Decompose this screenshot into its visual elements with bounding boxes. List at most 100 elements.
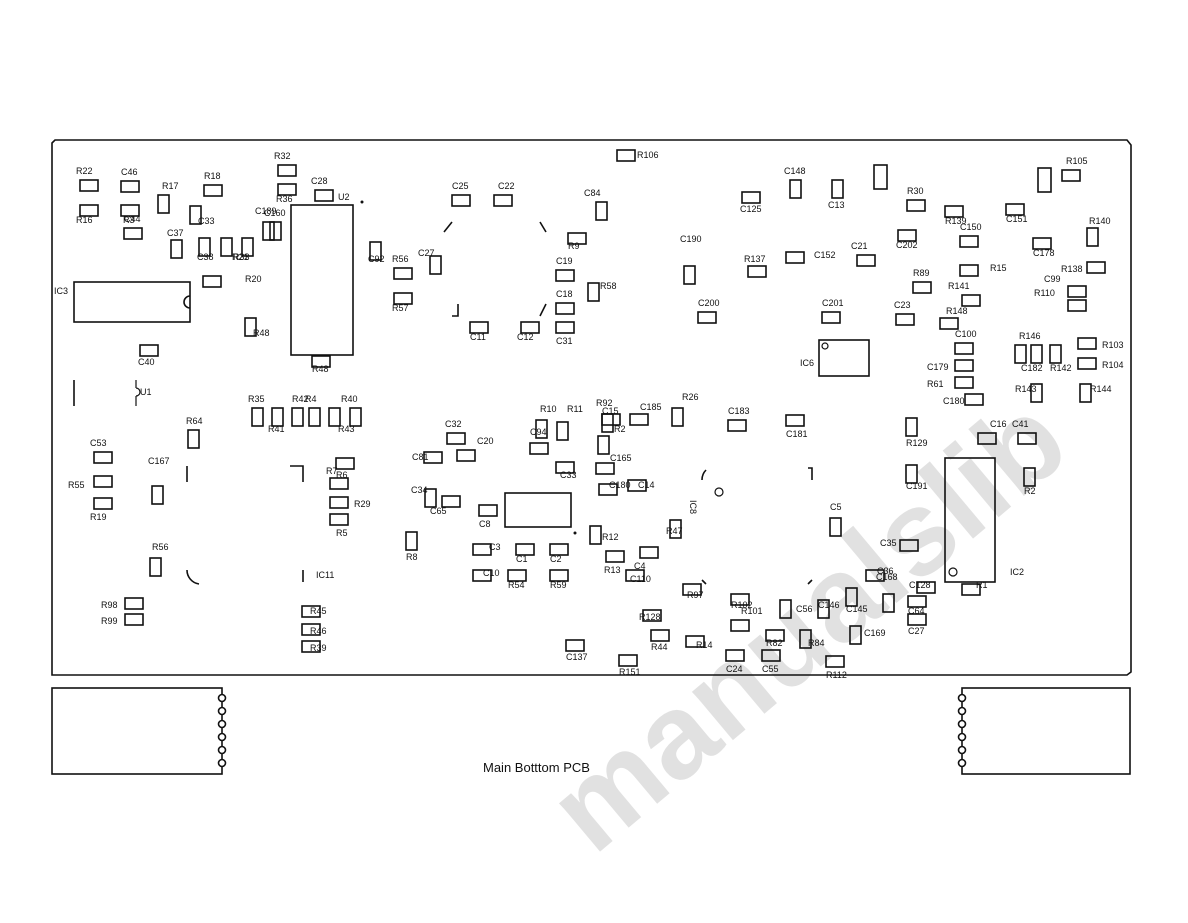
footprint [262,221,275,241]
footprint [1014,344,1027,364]
refdes-label: R2 [614,424,626,434]
component-r140: R140 [1086,216,1111,247]
refdes-label: C31 [556,336,573,346]
footprint [1017,432,1037,445]
component-r40: R40 [328,394,358,427]
component-r18: R18 [203,171,223,197]
footprint [456,449,476,462]
refdes-label: R46 [310,626,327,636]
component-c35: C35 [880,538,919,552]
footprint [79,179,99,192]
refdes-label: C165 [610,453,632,463]
refdes-label: R112 [826,670,847,680]
refdes-label: C41 [1012,419,1029,429]
component-c10: C10 [472,568,500,582]
component-r99: R99 [101,613,144,626]
component-c36: C36 [877,566,895,613]
footprint [1061,169,1081,182]
refdes-label: C13 [828,200,845,210]
refdes-label: R26 [682,392,699,402]
component-r105: R105 [1061,156,1088,182]
component-r129: R129 [905,417,928,448]
footprint [961,583,981,596]
component-c179: C179 [927,359,974,372]
footprint [277,183,297,196]
footprint [627,479,647,492]
refdes-label: C189 [255,206,277,216]
footprint [761,649,781,662]
ic11-label: IC11 [316,570,334,580]
refdes-label: C24 [726,664,743,674]
refdes-label: R22 [76,166,93,176]
component-c167: C167 [148,456,170,505]
refdes-label: R102 [731,600,753,610]
footprint [741,191,761,204]
footprint [507,569,527,582]
footprint [912,281,932,294]
footprint [821,311,841,324]
ic6-label: IC6 [800,358,814,368]
refdes-label: R43 [338,424,355,434]
refdes-label: R35 [248,394,265,404]
footprint [535,419,548,439]
refdes-label: C179 [927,362,949,372]
refdes-label: R30 [907,186,924,196]
refdes-label: C181 [786,429,808,439]
footprint [567,232,587,245]
refdes-label: C64 [908,606,925,616]
footprint [977,432,997,445]
refdes-label: R101 [741,606,763,616]
component-r151: R151 [618,654,641,677]
component-r82: R82 [765,629,785,648]
refdes-label: R58 [600,281,617,291]
refdes-label: R143 [1015,384,1037,394]
component-c56: C56 [779,599,813,619]
component-r16: R16 [76,204,99,225]
component-r102: R102 [730,593,753,610]
footprint [865,569,885,582]
refdes-label: C4 [634,561,646,571]
footprint [405,531,418,551]
component-c148: C148 [784,166,806,199]
footprint [595,201,608,221]
component-r143: R143 [1015,383,1043,403]
footprint [785,414,805,427]
component-r97: R97 [682,583,704,600]
component-r56: R56 [149,542,169,577]
component-c165: C165 [595,453,632,475]
component-c183: C183 [727,406,750,432]
component-c41: C41 [1012,419,1037,445]
refdes-label: C180 [943,396,965,406]
footprint [529,442,549,455]
footprint [301,623,321,636]
footprint [899,539,919,552]
footprint [93,475,113,488]
refdes-label: C3 [489,542,501,552]
refdes-label: C12 [517,332,534,342]
footprint [429,255,442,275]
footprint [683,265,696,285]
connector-left [51,687,223,775]
footprint [311,355,331,368]
refdes-label: R3 [123,215,135,225]
footprint [393,267,413,280]
refdes-label: C148 [784,166,806,176]
footprint [291,407,304,427]
refdes-label: C169 [864,628,886,638]
footprint [124,597,144,610]
component-c178: C178 [1032,237,1055,258]
footprint [329,477,349,490]
component-r84: R84 [799,629,825,649]
component-c28: C28 [311,176,334,202]
refdes-label: C34 [411,485,428,495]
footprint [441,495,461,508]
footprint [1086,261,1106,274]
component-r41: R41 [268,407,285,434]
refdes-label: R48 [312,364,329,374]
component-c16: C16 [977,419,1007,445]
ic2-package: IC2 [944,457,1024,583]
component-r32: R32 [274,151,297,177]
refdes-label: R48 [253,328,270,338]
